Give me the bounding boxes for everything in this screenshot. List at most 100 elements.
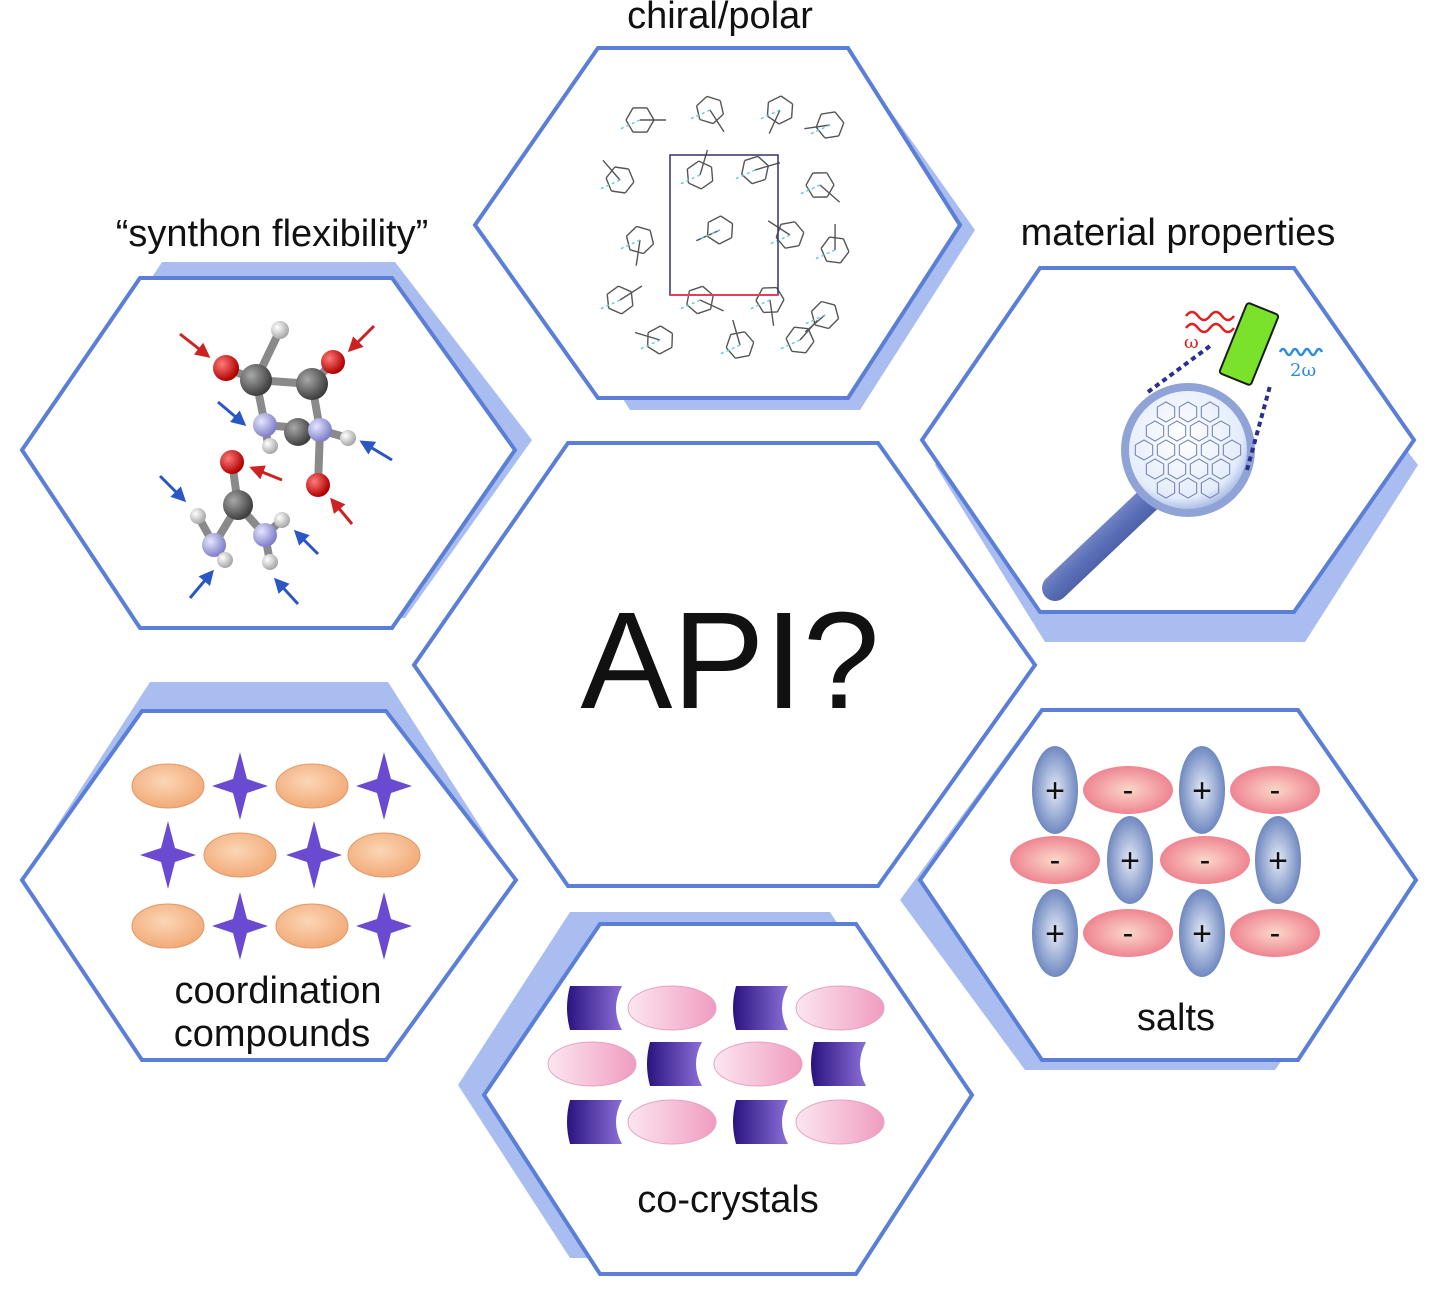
packing-bond xyxy=(821,111,836,115)
atom-hydrogen xyxy=(274,512,290,528)
cation-ellipse xyxy=(1032,889,1078,977)
packing-bond xyxy=(804,124,831,130)
packing-bond xyxy=(659,346,673,355)
hydrogen-bond xyxy=(677,174,701,186)
ligand-ellipse xyxy=(203,832,277,878)
cation-ellipse xyxy=(1255,816,1301,904)
hydrogen-bond xyxy=(717,344,741,356)
hydrogen-bond xyxy=(732,169,756,181)
packing-bond xyxy=(826,260,841,264)
lens-hex-cell xyxy=(1200,401,1220,423)
hydrogen-bond xyxy=(677,299,701,311)
packing-bond xyxy=(820,236,831,249)
atom-hydrogen xyxy=(271,321,289,339)
coformer-pink-ellipse xyxy=(627,985,717,1031)
acceptor-arrow xyxy=(330,497,354,525)
packing-bond xyxy=(646,119,655,133)
packing-bond xyxy=(790,103,794,118)
acceptor-arrow xyxy=(249,465,283,482)
lens-hex-cell xyxy=(1167,420,1187,442)
minus-sign: - xyxy=(1123,772,1134,808)
hydrogen-bond xyxy=(597,179,621,191)
atom-hydrogen xyxy=(190,508,206,524)
hydrogen-bond xyxy=(807,124,831,136)
packing-bond xyxy=(619,285,643,301)
atom-nitrogen xyxy=(308,418,332,442)
packing-bond xyxy=(826,184,835,198)
crystal-icon xyxy=(1218,302,1280,386)
magnifier-ring xyxy=(1121,383,1255,517)
packing-bond xyxy=(647,325,661,334)
packing-bond xyxy=(614,166,629,170)
packing-bond xyxy=(735,354,750,359)
packing-bond xyxy=(642,243,654,255)
packing-bond xyxy=(794,326,809,330)
label-material-properties: material properties xyxy=(1021,212,1336,254)
lens-hex-cell xyxy=(1189,458,1209,480)
packing-bond xyxy=(767,115,780,125)
hydrogen-bond xyxy=(617,239,641,251)
atom-hydrogen xyxy=(262,554,278,570)
packing-bond xyxy=(630,291,634,306)
cocrystal-pattern xyxy=(547,985,885,1145)
packing-bond xyxy=(725,347,736,359)
hydrogen-bond xyxy=(637,339,661,351)
lens-hex-cell xyxy=(1178,439,1198,461)
packing-bond xyxy=(757,155,769,167)
packing-bond xyxy=(702,285,714,296)
packing-bond xyxy=(602,159,621,181)
coformer-pink-ellipse xyxy=(547,1041,637,1087)
hydrogen-bond xyxy=(597,299,621,311)
packing-bond xyxy=(785,245,800,249)
coformer-pink-ellipse xyxy=(795,1099,885,1145)
donor-arrow xyxy=(273,577,300,606)
packing-bond xyxy=(695,105,701,120)
hydrogen-bond xyxy=(747,299,771,311)
magnifier-illustration: ω 2ω xyxy=(1042,302,1324,601)
metal-star-icon xyxy=(286,821,342,889)
anion-ellipse xyxy=(1230,766,1320,814)
packing-bond xyxy=(768,109,781,134)
packing-bond xyxy=(754,162,781,171)
packing-bond xyxy=(618,285,632,293)
minus-sign: - xyxy=(1123,915,1134,951)
omega-label: ω xyxy=(1184,332,1199,353)
atom-carbon xyxy=(223,490,253,520)
atom-nitrogen xyxy=(253,523,277,547)
hydrogen-bond xyxy=(757,109,781,121)
coordination-pattern xyxy=(131,752,421,960)
packing-bond xyxy=(689,285,703,292)
ligand-ellipse xyxy=(131,903,205,949)
label-compounds: compounds xyxy=(174,1013,370,1055)
donor-arrow xyxy=(293,529,320,556)
metal-star-icon xyxy=(212,892,268,960)
packing-bond xyxy=(819,184,841,203)
coformer-dark-shape xyxy=(733,1100,788,1144)
packing-bond xyxy=(706,95,721,102)
plus-sign: + xyxy=(1192,772,1212,810)
label-coordination: coordination xyxy=(174,970,381,1012)
lens-hex-cell xyxy=(1145,458,1165,480)
packing-bond xyxy=(805,172,814,186)
anion-ellipse xyxy=(1230,909,1320,957)
acceptor-arrow xyxy=(347,324,376,353)
donor-arrow xyxy=(359,440,393,462)
lens-hex-cell xyxy=(1167,458,1187,480)
cation-ellipse xyxy=(1179,889,1225,977)
packing-bond xyxy=(625,235,631,250)
packing-bond xyxy=(606,285,619,295)
metal-star-icon xyxy=(140,821,196,889)
packing-bond xyxy=(626,225,638,237)
packing-bond xyxy=(824,135,839,139)
packing-bond xyxy=(712,113,724,125)
hexagon-outlines xyxy=(19,46,1419,1276)
metal-star-icon xyxy=(356,892,412,960)
coformer-pink-ellipse xyxy=(627,1099,717,1145)
packing-bond xyxy=(686,290,691,305)
lens-hex-cell xyxy=(1200,439,1220,461)
packing-bond xyxy=(755,300,764,313)
anion-ellipse xyxy=(1083,909,1173,957)
atom-oxygen xyxy=(220,450,244,474)
packing-bond xyxy=(636,225,651,231)
